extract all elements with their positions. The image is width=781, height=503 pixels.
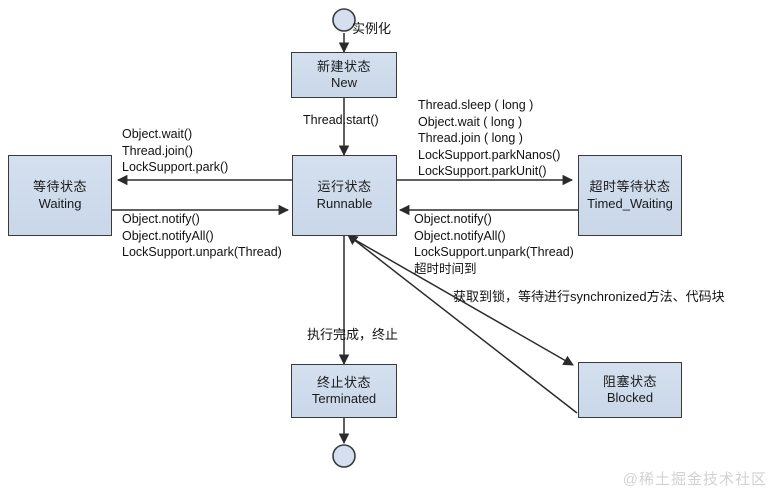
edge-label-from-timed-waiting: Object.notify() Object.notifyAll() LockS… [414, 212, 574, 276]
end-circle [332, 444, 356, 468]
edge-label-blocked-acquire-lock: 获取到锁，等待进行synchronized方法、代码块 [453, 289, 725, 304]
edge-label-to-terminated: 执行完成，终止 [307, 327, 399, 342]
edge-label-to-waiting: Object.wait() Thread.join() LockSupport.… [122, 127, 229, 174]
edge-blocked-to-runnable [347, 234, 578, 414]
state-label-en: Waiting [38, 195, 82, 211]
state-label-cn: 新建状态 [316, 58, 371, 74]
state-label-cn: 运行状态 [317, 179, 372, 195]
state-box-new[interactable]: 新建状态 New [291, 52, 397, 98]
state-label-cn: 终止状态 [316, 374, 371, 390]
state-box-waiting[interactable]: 等待状态 Waiting [8, 155, 112, 236]
edge-label-instantiate: 实例化 [352, 21, 392, 36]
state-box-terminated[interactable]: 终止状态 Terminated [291, 364, 397, 418]
state-label-en: Runnable [316, 195, 373, 211]
state-label-en: Blocked [606, 390, 654, 405]
edge-runnable-to-blocked [349, 236, 574, 366]
edge-label-from-waiting: Object.notify() Object.notifyAll() LockS… [122, 212, 282, 259]
watermark: @稀土掘金技术社区 [622, 471, 767, 488]
edge-label-thread-start: Thread.start() [303, 113, 379, 127]
state-label-cn: 阻塞状态 [602, 373, 657, 389]
state-label-en: New [330, 75, 357, 90]
state-box-blocked[interactable]: 阻塞状态 Blocked [578, 362, 682, 418]
state-label-en: Terminated [311, 391, 377, 406]
start-circle [332, 8, 356, 32]
state-label-en: Timed_Waiting [587, 195, 673, 211]
state-label-cn: 超时等待状态 [589, 179, 671, 195]
state-box-timed-waiting[interactable]: 超时等待状态 Timed_Waiting [578, 155, 682, 236]
state-label-cn: 等待状态 [32, 179, 87, 195]
edge-label-to-timed-waiting: Thread.sleep ( long ) Object.wait ( long… [418, 98, 561, 178]
state-box-runnable[interactable]: 运行状态 Runnable [292, 155, 397, 236]
